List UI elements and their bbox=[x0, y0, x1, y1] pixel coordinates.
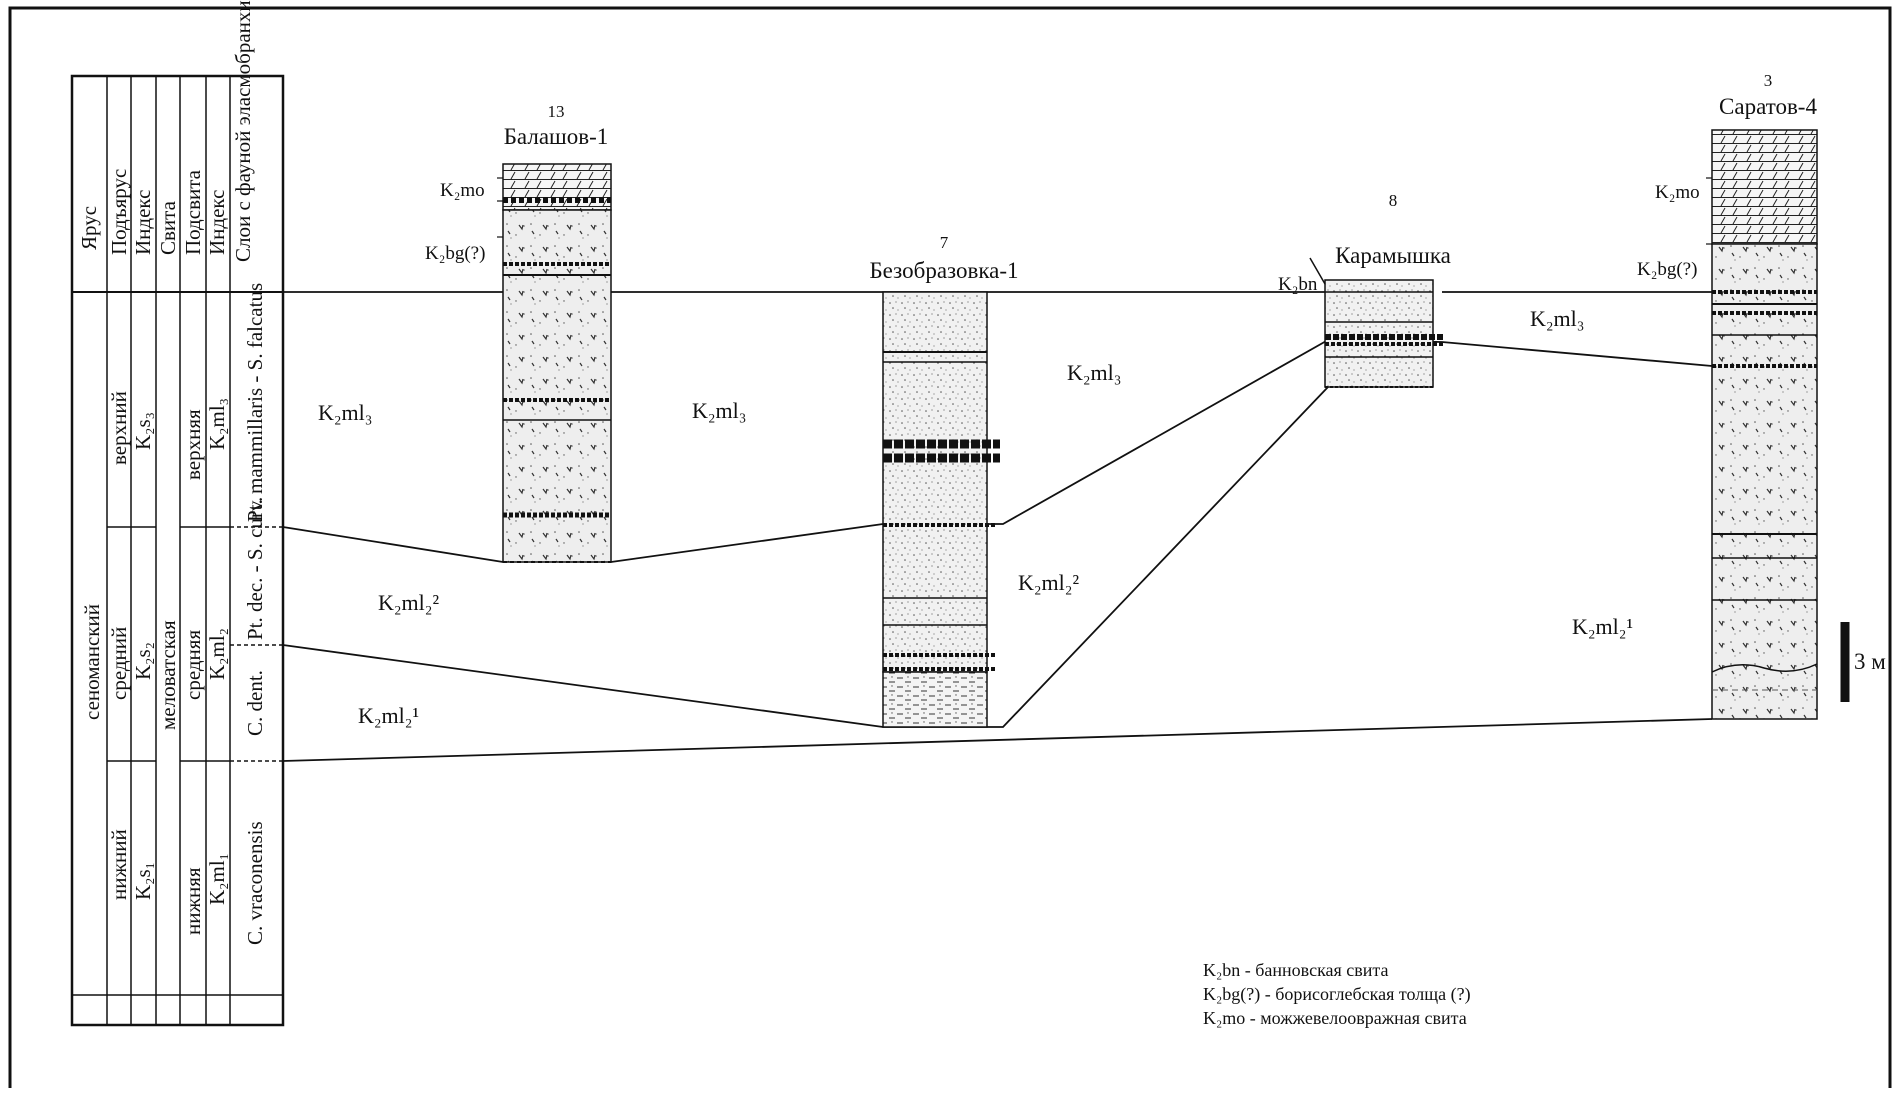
section-number-3: 3 bbox=[1764, 71, 1773, 90]
header-substage-index: Индекс bbox=[131, 190, 155, 255]
column-bezobrazovka bbox=[883, 292, 1000, 727]
unit-ml2-2-2: K₂ml₂² bbox=[1018, 570, 1079, 595]
unit-ml2-1-1: K₂ml₂¹ bbox=[358, 703, 419, 728]
column-saratov bbox=[1712, 130, 1817, 719]
stage-name: сеноманский bbox=[80, 604, 104, 720]
subformation-index-upper: K₂ml₃ bbox=[205, 398, 229, 450]
subformation-upper: верхняя bbox=[181, 409, 205, 480]
correlation-lines bbox=[283, 292, 1712, 761]
column-balashov bbox=[503, 164, 611, 562]
balashov-label-mo: K₂mo bbox=[440, 180, 485, 201]
fauna-layer-1: Pt. mammillaris - S. falcatus bbox=[243, 283, 267, 522]
section-number-7: 7 bbox=[940, 233, 949, 252]
scale-label: 3 м bbox=[1854, 649, 1886, 674]
substage-index-middle: K₂s₂ bbox=[131, 642, 155, 680]
substage-middle: средний bbox=[107, 627, 131, 700]
header-subformation-index: Индекс bbox=[205, 190, 229, 255]
subformation-middle: средняя bbox=[181, 630, 205, 700]
substage-index-lower: K₂s₁ bbox=[131, 862, 155, 900]
subformation-index-lower: K₂ml₁ bbox=[205, 853, 229, 905]
fauna-layer-2: Pt. dec. - S. curv. bbox=[243, 497, 267, 640]
unit-ml3-2: K₂ml₃ bbox=[692, 398, 746, 423]
section-name-bezobrazovka: Безобразовка-1 bbox=[869, 258, 1018, 283]
saratov-label-bg: K₂bg(?) bbox=[1637, 259, 1697, 280]
unit-ml3-1: K₂ml₃ bbox=[318, 400, 372, 425]
header-stage: Ярус bbox=[77, 206, 101, 250]
unit-ml3-3: K₂ml₃ bbox=[1067, 360, 1121, 385]
header-fauna-layers: Слои с фауной эласмобранхий bbox=[231, 0, 255, 262]
substage-lower: нижний bbox=[107, 829, 131, 900]
substage-upper: верхний bbox=[107, 391, 131, 465]
karamyshka-label-bn: K₂bn bbox=[1278, 274, 1318, 295]
section-number-13: 13 bbox=[548, 102, 565, 121]
header-formation: Свита bbox=[156, 200, 180, 255]
header-subformation: Подсвита bbox=[181, 169, 205, 255]
subformation-lower: нижняя bbox=[181, 867, 205, 935]
legend-item-mo: K₂mo - можжевелоовражная свита bbox=[1203, 1008, 1467, 1028]
section-name-saratov: Саратов-4 bbox=[1719, 94, 1817, 119]
fauna-layer-3: C. dent. bbox=[243, 670, 267, 736]
subformation-index-middle: K₂ml₂ bbox=[205, 628, 229, 680]
formation-name: меловатская bbox=[156, 620, 180, 730]
column-karamyshka bbox=[1325, 280, 1445, 387]
legend-item-bg: K₂bg(?) - борисоглебская толща (?) bbox=[1203, 984, 1471, 1005]
section-number-8: 8 bbox=[1389, 191, 1398, 210]
fauna-layer-4: C. vraconensis bbox=[243, 821, 267, 945]
unit-ml2-1-2: K₂ml₂¹ bbox=[1572, 614, 1633, 639]
section-name-balashov: Балашов-1 bbox=[504, 124, 609, 149]
legend-item-bn: K₂bn - банновская свита bbox=[1203, 960, 1389, 980]
unit-ml2-2-1: K₂ml₂² bbox=[378, 590, 439, 615]
header-substage: Подъярус bbox=[107, 169, 131, 255]
unit-ml3-4: K₂ml₃ bbox=[1530, 306, 1584, 331]
substage-index-upper: K₂s₃ bbox=[131, 412, 155, 450]
section-name-karamyshka: Карамышка bbox=[1335, 243, 1451, 268]
saratov-label-mo: K₂mo bbox=[1655, 182, 1700, 203]
balashov-label-bg: K₂bg(?) bbox=[425, 243, 485, 264]
